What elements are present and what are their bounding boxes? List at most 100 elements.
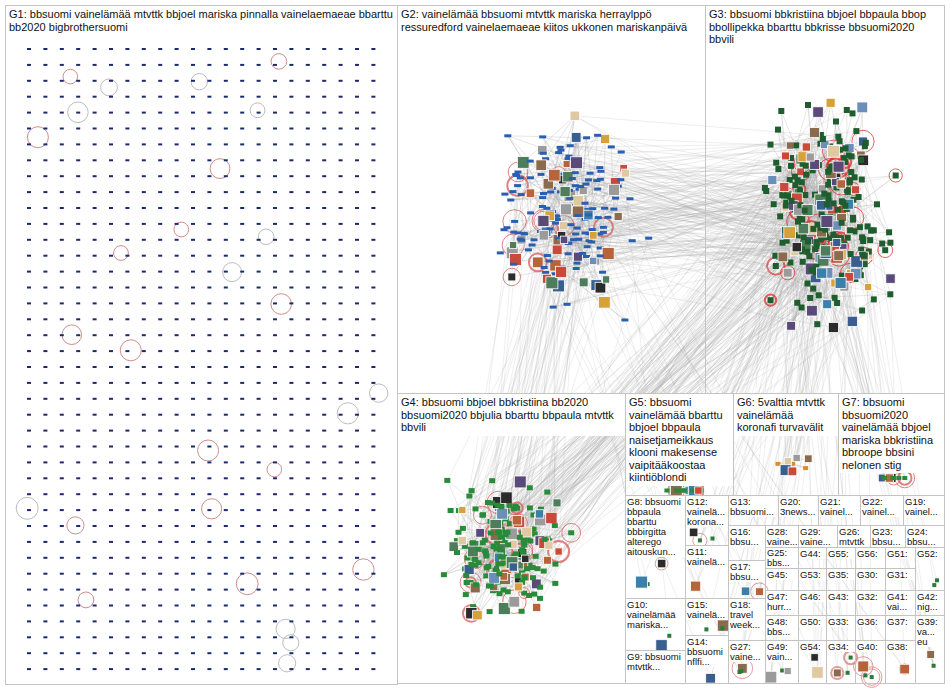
- isolated-vertex: [322, 143, 326, 145]
- isolated-vertex: [27, 239, 31, 241]
- isolated-vertex: [76, 255, 80, 257]
- isolated-vertex: [306, 112, 310, 114]
- isolated-vertex: [273, 143, 277, 145]
- isolated-vertex: [60, 159, 64, 161]
- network-edge: [508, 136, 573, 159]
- network-edge: [523, 199, 630, 552]
- isolated-vertex: [224, 207, 228, 209]
- isolated-vertex: [339, 112, 343, 114]
- isolated-vertex: [306, 223, 310, 225]
- isolated-vertex: [43, 128, 47, 130]
- vertex-circle: [279, 655, 296, 672]
- isolated-vertex: [289, 48, 293, 50]
- vertex-circle: [68, 102, 89, 123]
- isolated-vertex: [93, 223, 97, 225]
- isolated-vertex: [306, 128, 310, 130]
- isolated-vertex: [240, 255, 244, 257]
- isolated-vertex: [142, 159, 146, 161]
- isolated-vertex: [60, 64, 64, 66]
- isolated-vertex: [191, 223, 195, 225]
- isolated-vertex: [27, 80, 31, 82]
- isolated-vertex: [240, 287, 244, 289]
- isolated-vertex: [306, 191, 310, 193]
- isolated-vertex: [207, 112, 211, 114]
- network-edge: [508, 136, 600, 234]
- isolated-vertex: [175, 143, 179, 145]
- isolated-vertex: [371, 175, 375, 177]
- isolated-vertex: [240, 223, 244, 225]
- isolated-vertex: [158, 96, 162, 98]
- isolated-vertex: [322, 287, 326, 289]
- isolated-vertex: [43, 143, 47, 145]
- vertex-circle: [370, 384, 388, 402]
- isolated-vertex: [109, 128, 113, 130]
- isolated-vertex: [191, 48, 195, 50]
- isolated-vertex: [289, 64, 293, 66]
- isolated-vertex: [142, 96, 146, 98]
- isolated-vertex: [142, 255, 146, 257]
- isolated-vertex: [76, 143, 80, 145]
- isolated-vertex: [289, 112, 293, 114]
- isolated-vertex: [355, 191, 359, 193]
- vertex-circle: [198, 440, 219, 461]
- vertex-circle: [503, 268, 520, 285]
- isolated-vertex: [93, 128, 97, 130]
- isolated-vertex: [339, 80, 343, 82]
- isolated-vertex: [93, 48, 97, 50]
- isolated-vertex: [371, 143, 375, 145]
- isolated-vertex: [109, 159, 113, 161]
- isolated-vertex: [355, 48, 359, 50]
- vertex-circle: [63, 69, 78, 84]
- isolated-vertex: [76, 271, 80, 273]
- vertex-circle: [120, 340, 141, 361]
- vertex-circle: [202, 499, 222, 519]
- isolated-vertex: [306, 175, 310, 177]
- isolated-vertex: [60, 48, 64, 50]
- isolated-vertex: [371, 271, 375, 273]
- isolated-vertex: [257, 223, 261, 225]
- isolated-vertex: [257, 175, 261, 177]
- isolated-vertex: [371, 287, 375, 289]
- network-edge: [520, 177, 854, 239]
- network-edge: [618, 186, 865, 675]
- network-edge: [469, 146, 570, 570]
- isolated-vertex: [76, 318, 80, 320]
- isolated-vertex: [27, 96, 31, 98]
- isolated-vertex: [125, 271, 129, 273]
- isolated-vertex: [27, 159, 31, 161]
- isolated-vertex: [125, 48, 129, 50]
- network-edge: [451, 481, 493, 511]
- isolated-vertex: [142, 48, 146, 50]
- network-edge: [825, 176, 896, 230]
- isolated-vertex: [109, 255, 113, 257]
- isolated-vertex: [142, 64, 146, 66]
- isolated-vertex: [125, 302, 129, 304]
- isolated-vertex: [109, 271, 113, 273]
- isolated-vertex: [27, 175, 31, 177]
- isolated-vertex: [76, 175, 80, 177]
- isolated-vertex: [273, 64, 277, 66]
- isolated-vertex: [60, 223, 64, 225]
- isolated-vertex: [257, 207, 261, 209]
- isolated-vertex: [289, 80, 293, 82]
- isolated-vertex: [125, 112, 129, 114]
- vertex-circle: [16, 497, 38, 519]
- isolated-vertex: [224, 96, 228, 98]
- isolated-vertex: [289, 175, 293, 177]
- isolated-vertex: [93, 287, 97, 289]
- isolated-vertex: [76, 96, 80, 98]
- isolated-vertex: [371, 239, 375, 241]
- isolated-vertex: [257, 48, 261, 50]
- isolated-vertex: [339, 143, 343, 145]
- isolated-vertex: [224, 80, 228, 82]
- isolated-vertex: [109, 287, 113, 289]
- isolated-vertex: [175, 255, 179, 257]
- isolated-vertex: [207, 96, 211, 98]
- isolated-vertex: [142, 80, 146, 82]
- isolated-vertex: [240, 112, 244, 114]
- isolated-vertex: [322, 64, 326, 66]
- isolated-vertex: [125, 64, 129, 66]
- isolated-vertex: [257, 271, 261, 273]
- isolated-vertex: [76, 287, 80, 289]
- isolated-vertex: [109, 175, 113, 177]
